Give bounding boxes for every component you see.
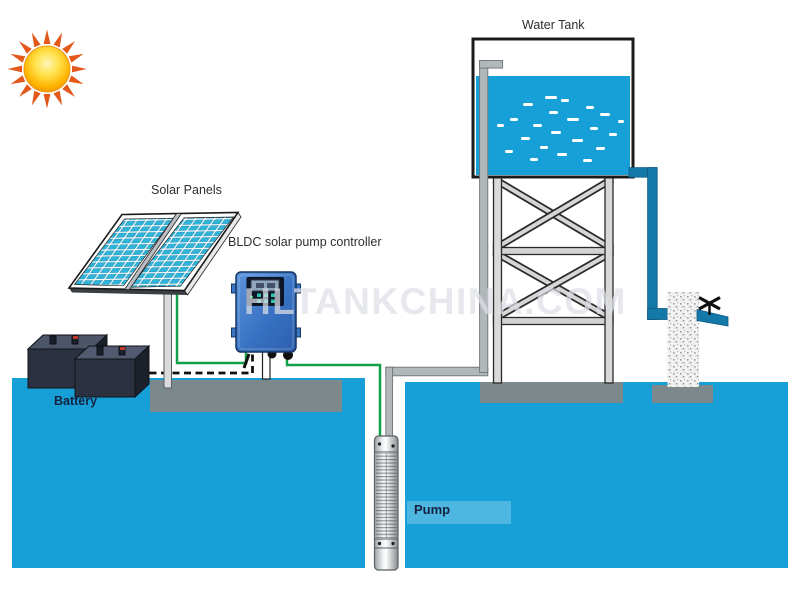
- tap-handle: [698, 296, 721, 311]
- controller-unit: [231, 271, 301, 380]
- battery-group: [26, 333, 151, 399]
- solar-panel-right: [129, 216, 235, 288]
- concrete-pillar: [667, 292, 699, 387]
- water-ripples: [497, 96, 624, 162]
- controller-cable: [242, 353, 251, 369]
- controller-buttons: [257, 293, 275, 303]
- controller-display: [250, 279, 280, 292]
- tap-valve-icon: [696, 296, 729, 327]
- power-led: [250, 295, 253, 299]
- foundation-pad-pillar: [652, 385, 713, 403]
- delivery-pipe: [385, 60, 504, 439]
- tower-leg-left: [492, 176, 503, 384]
- right-ground: [405, 382, 788, 568]
- panel-divider: [123, 213, 183, 290]
- battery-cable-dashed: [138, 353, 254, 375]
- pump-unit: [373, 435, 399, 571]
- panel-bottom-edge: [69, 288, 188, 295]
- tap-spout: [696, 308, 729, 327]
- water-tank: [471, 37, 635, 179]
- panel-pole: [163, 289, 172, 389]
- watermark-text: HLTANKCHINA.COM: [244, 281, 627, 322]
- label-controller: BLDC solar pump controller: [228, 235, 382, 249]
- label-pump: Pump: [414, 502, 451, 517]
- label-water-tank: Water Tank: [522, 18, 585, 32]
- tower-braces-diagonal: [492, 175, 615, 323]
- foundation-pad-left: [150, 380, 342, 412]
- foundation-pad-tower: [480, 382, 623, 403]
- sun-icon: [7, 29, 87, 109]
- tank-stand-tower: [492, 175, 615, 384]
- tower-leg-right: [604, 176, 614, 384]
- panel-wire-green: [175, 291, 248, 365]
- label-battery: Battery: [54, 394, 98, 408]
- ground: [12, 378, 788, 568]
- pump-label-strip: [407, 501, 511, 524]
- battery-front: [73, 344, 151, 399]
- label-solar-panels: Solar Panels: [151, 183, 222, 197]
- solar-panels: [67, 211, 242, 296]
- tower-crossbar-upper: [492, 246, 614, 256]
- sun-disc: [23, 45, 71, 93]
